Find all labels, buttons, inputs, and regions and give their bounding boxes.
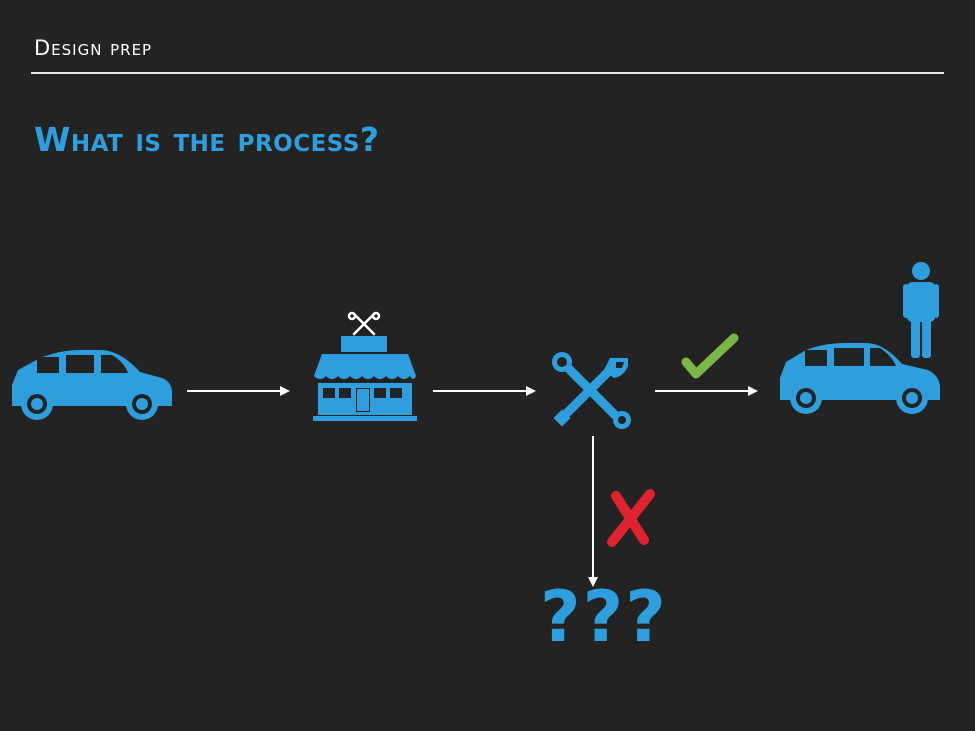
section-title: Design prep (34, 36, 153, 60)
checkmark-icon (681, 333, 739, 379)
repair-shop-icon (313, 311, 417, 421)
car-with-person-icon (780, 262, 940, 414)
header-divider (31, 72, 944, 74)
unknown-outcome: ??? (540, 576, 668, 658)
cross-icon (607, 489, 655, 547)
page-title: What is the process? (34, 120, 380, 159)
wrench-screwdriver-icon (552, 352, 631, 429)
car-icon (12, 350, 172, 420)
